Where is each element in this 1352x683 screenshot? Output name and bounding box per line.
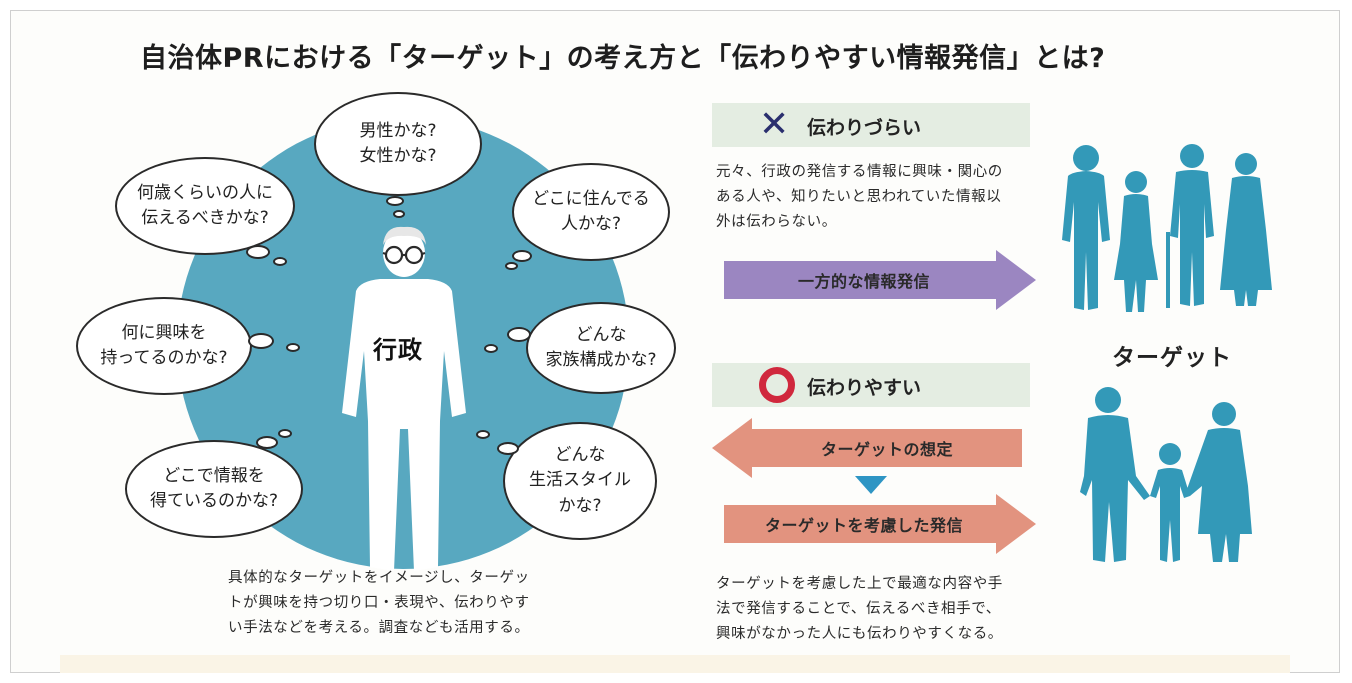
thought-dot	[386, 196, 404, 206]
left-caption-line: トが興味を持つ切り口・表現や、伝わりやす	[228, 594, 530, 611]
thought-bubble-age: 何歳くらいの人に 伝えるべきかな?	[115, 157, 295, 255]
thought-dot	[286, 343, 300, 352]
thought-bubble-info-source: どこで情報を 得ているのかな?	[125, 440, 303, 538]
thought-bubble-interests: 何に興味を 持ってるのかな?	[76, 297, 252, 395]
thought-dot	[497, 442, 519, 455]
easy-to-convey-heading: 伝わりやすい	[807, 377, 922, 399]
circle-icon	[759, 367, 795, 403]
left-caption-line: い手法などを考える。調査なども活用する。	[228, 619, 530, 636]
government-person-figure	[342, 226, 466, 571]
one-way-arrow-shape	[724, 250, 1036, 310]
target-assumption-arrow: ターゲットの想定	[712, 418, 1022, 478]
left-caption-line: 具体的なターゲットをイメージし、ターゲッ	[228, 570, 530, 586]
target-label: ターゲット	[1112, 345, 1232, 371]
one-way-arrow: 一方的な情報発信	[724, 250, 1036, 310]
hard-to-convey-banner: ✕ 伝わりづらい	[712, 103, 1030, 147]
thought-dot	[512, 250, 532, 262]
down-triangle-icon	[855, 476, 887, 494]
easy-to-convey-text: ターゲットを考慮した上で最適な内容や手 法で発信することで、伝えるべき相手で、 …	[716, 572, 1003, 647]
easy-to-convey-banner: 伝わりやすい	[712, 363, 1030, 407]
easy-to-convey-line: ターゲットを考慮した上で最適な内容や手	[716, 576, 1003, 592]
hard-to-convey-text: 元々、行政の発信する情報に興味・関心の ある人や、知りたいと思われていた情報以 …	[716, 160, 1003, 235]
hard-to-convey-line: 元々、行政の発信する情報に興味・関心の	[716, 164, 1003, 180]
thought-dot	[393, 210, 405, 218]
easy-to-convey-line: 興味がなかった人にも伝わりやすくなる。	[716, 625, 1003, 642]
family-silhouettes-icon	[1080, 387, 1252, 562]
targeted-communication-arrow-label: ターゲットを考慮した発信	[764, 516, 963, 535]
thought-dot	[476, 430, 490, 439]
easy-to-convey-line: 法で発信することで、伝えるべき相手で、	[716, 600, 1001, 617]
people-silhouettes-icon	[1062, 144, 1272, 312]
hard-to-convey-line: 外は伝わらない。	[716, 213, 837, 230]
thought-bubble-lifestyle: どんな 生活スタイル かな?	[503, 422, 657, 540]
one-way-arrow-label: 一方的な情報発信	[797, 272, 930, 291]
target-assumption-arrow-label: ターゲットの想定	[820, 440, 953, 459]
thought-dot	[484, 344, 498, 353]
targeted-communication-arrow: ターゲットを考慮した発信	[724, 494, 1036, 554]
thought-bubble-family: どんな 家族構成かな?	[526, 302, 676, 394]
thought-dot	[505, 262, 518, 270]
hard-to-convey-line: ある人や、知りたいと思われていた情報以	[716, 188, 1002, 205]
thought-dot	[507, 327, 531, 342]
thought-bubble-residence: どこに住んでる 人かな?	[512, 163, 670, 261]
hard-to-convey-heading: 伝わりづらい	[807, 117, 922, 139]
cross-icon: ✕	[759, 104, 790, 145]
thought-dot	[246, 245, 270, 259]
thought-dot	[278, 429, 292, 438]
targeted-communication-arrow-shape	[724, 494, 1036, 554]
thought-bubble-gender: 男性かな? 女性かな?	[314, 92, 482, 196]
bottom-decoration-strip	[60, 655, 1290, 673]
government-label: 行政	[373, 336, 423, 364]
left-caption: 具体的なターゲットをイメージし、ターゲッ トが興味を持つ切り口・表現や、伝わりや…	[228, 566, 530, 641]
page-title: 自治体PRにおける「ターゲット」の考え方と「伝わりやすい情報発信」とは?	[140, 43, 1106, 74]
target-assumption-arrow-shape	[712, 418, 1022, 478]
thought-dot	[273, 257, 287, 266]
thought-dot	[256, 436, 278, 449]
thought-dot	[248, 333, 274, 349]
